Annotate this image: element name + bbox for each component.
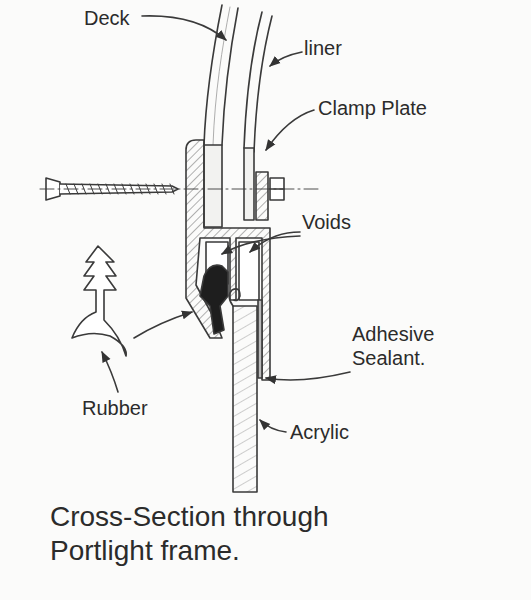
leader-line	[250, 232, 300, 252]
leader-line	[260, 420, 286, 432]
liner-section	[244, 148, 254, 220]
void	[239, 242, 259, 300]
part-label: Clamp Plate	[318, 96, 468, 120]
leader-line	[270, 52, 302, 66]
leader-line	[222, 236, 300, 254]
leader-line	[266, 110, 314, 150]
acrylic-pane	[233, 306, 257, 492]
deck-grain	[213, 7, 230, 145]
liner-edge	[254, 16, 272, 152]
part-label: Adhesive Sealant.	[352, 322, 462, 370]
part-label: Deck	[84, 6, 164, 30]
leader-line	[142, 16, 226, 40]
adhesive-bead	[258, 300, 262, 378]
deck-section	[204, 145, 222, 227]
clamp-plate	[256, 172, 268, 220]
centre-line	[40, 189, 318, 190]
leader-line	[102, 352, 118, 392]
part-label: Acrylic	[290, 420, 390, 444]
part-label: Rubber	[82, 396, 182, 420]
part-label: Voids	[302, 210, 392, 234]
rubber-seal	[200, 265, 228, 334]
acrylic-curl	[229, 289, 240, 306]
rubber-profile	[72, 246, 126, 356]
deck-edge	[222, 8, 238, 145]
part-label: liner	[304, 36, 374, 60]
caption: Cross-Section through Portlight frame.	[50, 500, 410, 567]
leader-line	[266, 372, 350, 380]
frame-profile	[186, 140, 270, 380]
leader-line	[134, 312, 192, 338]
